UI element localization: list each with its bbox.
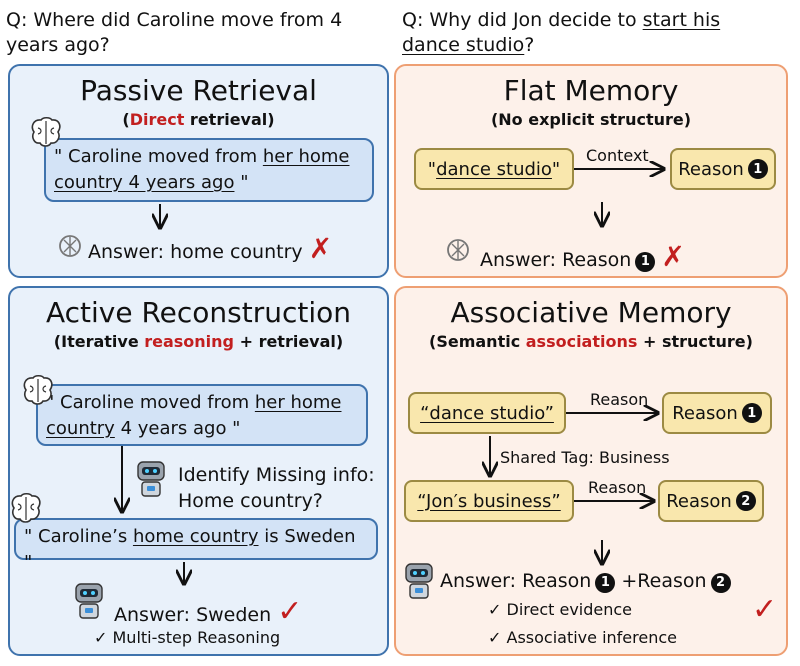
active-q1-ul1: her home — [254, 392, 342, 413]
question-right-end: ? — [524, 34, 535, 56]
robot-thought-line1: Identify Missing info: — [178, 464, 375, 486]
question-right-ul1: start his — [642, 9, 721, 31]
flat-box1-close: " — [551, 158, 561, 180]
check-mark-icon: ✓ — [752, 592, 778, 627]
active-sub-red: reasoning — [144, 332, 235, 351]
robot-icon — [137, 461, 165, 497]
assoc-box2-text: Reason — [672, 402, 738, 424]
active-q2-ul: home country — [132, 526, 259, 547]
cross-mark-icon: ✗ — [308, 232, 333, 265]
active-reconstruction-panel: Active Reconstruction (Iterative reasoni… — [8, 286, 389, 656]
assoc-sub-a: (Semantic — [429, 332, 526, 351]
question-right-ul2: dance studio — [402, 34, 525, 56]
passive-quote-end: " — [234, 172, 249, 193]
active-check-item: ✓ Multi-step Reasoning — [94, 628, 281, 647]
openai-logo-icon — [447, 239, 469, 261]
active-title: Active Reconstruction — [45, 296, 352, 329]
passive-answer-text: Answer: home country — [88, 241, 303, 263]
question-left-line1: Q: Where did Caroline move from 4 — [6, 9, 343, 31]
number-one-icon: 1 — [741, 403, 762, 423]
assoc-subtitle: (Semantic associations + structure) — [396, 332, 786, 351]
active-q2-end: is Sweden " — [24, 526, 356, 573]
assoc-edge2-label: Reason — [588, 478, 647, 497]
number-one-icon: 1 — [595, 572, 616, 593]
active-q1-a: " Caroline moved from — [46, 392, 255, 413]
passive-title: Passive Retrieval — [80, 74, 317, 107]
active-quote1-bubble: " Caroline moved from her home country 4… — [36, 384, 368, 446]
number-one-icon: 1 — [747, 159, 768, 179]
active-answer-text: Answer: Sweden — [114, 604, 272, 626]
flat-box2-text: Reason — [678, 158, 744, 180]
brain-icon — [11, 492, 41, 523]
flat-subtitle: (No explicit structure) — [490, 110, 692, 129]
assoc-box4-text: Reason — [666, 490, 732, 512]
flat-box1-open: " — [427, 158, 437, 180]
assoc-sub-red: associations — [525, 332, 638, 351]
passive-quote-ul1: her home — [262, 146, 350, 167]
passive-quote-a: " Caroline moved from — [54, 146, 263, 167]
number-two-icon: 2 — [735, 491, 756, 511]
active-quote2-bubble: " Caroline’s home country is Sweden " — [14, 518, 378, 573]
brain-icon — [31, 116, 61, 147]
active-sub-a: (Iterative — [53, 332, 145, 351]
flat-title: Flat Memory — [503, 74, 679, 107]
flat-edge-label: Context — [586, 146, 649, 165]
passive-sub-rest: retrieval) — [184, 110, 275, 129]
robot-icon — [405, 563, 433, 599]
active-subtitle: (Iterative reasoning + retrieval) — [10, 332, 387, 351]
assoc-check-direct: ✓ Direct evidence — [488, 600, 633, 619]
active-q1-ul2: country — [46, 418, 115, 439]
question-left-line2: years ago? — [6, 34, 110, 56]
passive-retrieval-panel: Passive Retrieval (Direct retrieval) " C… — [8, 64, 389, 278]
question-left: Q: Where did Caroline move from 4 years … — [6, 8, 342, 58]
assoc-dance-studio-box: “dance studio” — [408, 392, 566, 434]
flat-box1-ul: dance studio — [436, 158, 552, 180]
active-q1-end: 4 years ago " — [114, 418, 241, 439]
assoc-answer-a: Answer: Reason — [440, 570, 592, 592]
passive-quote-bubble: " Caroline moved from her home country 4… — [44, 138, 374, 202]
cross-mark-icon: ✗ — [661, 240, 685, 273]
assoc-answer-b: +Reason — [621, 570, 707, 592]
active-q2-a: " Caroline’s — [24, 526, 133, 547]
flat-answer-text: Answer: Reason — [480, 249, 632, 271]
passive-answer: Answer: home country ✗ — [88, 232, 332, 265]
passive-sub-red: Direct — [129, 110, 185, 129]
number-two-icon: 2 — [710, 572, 731, 593]
active-answer: Answer: Sweden ✓ — [114, 594, 302, 629]
associative-memory-panel: Associative Memory (Semantic association… — [394, 286, 788, 656]
robot-icon — [75, 583, 103, 619]
flat-dance-studio-box: " dance studio" — [414, 148, 574, 190]
active-sub-b: + retrieval) — [234, 332, 344, 351]
assoc-jons-business-box: “Jon′s business” — [404, 480, 574, 522]
assoc-check-inference: ✓ Associative inference — [488, 628, 677, 647]
openai-logo-icon — [59, 235, 81, 257]
check-mark-icon: ✓ — [277, 594, 303, 629]
brain-icon — [23, 374, 53, 405]
robot-thought-line2: Home country? — [178, 490, 323, 512]
passive-sub-open: ( — [122, 110, 130, 129]
shared-tag-label: Shared Tag: Business — [500, 448, 670, 467]
passive-subtitle: (Direct retrieval) — [10, 110, 387, 129]
assoc-sub-b: + structure) — [637, 332, 753, 351]
assoc-title: Associative Memory — [450, 296, 732, 329]
number-one-icon: 1 — [635, 251, 656, 272]
passive-quote-ul2: country 4 years ago — [54, 172, 235, 193]
question-right: Q: Why did Jon decide to start his dance… — [402, 8, 720, 58]
robot-thought: Identify Missing info: Home country? — [178, 462, 375, 514]
assoc-edge1-label: Reason — [590, 390, 649, 409]
flat-memory-panel: Flat Memory (No explicit structure) " da… — [394, 64, 788, 278]
question-right-text: Q: Why did Jon decide to — [402, 9, 643, 31]
